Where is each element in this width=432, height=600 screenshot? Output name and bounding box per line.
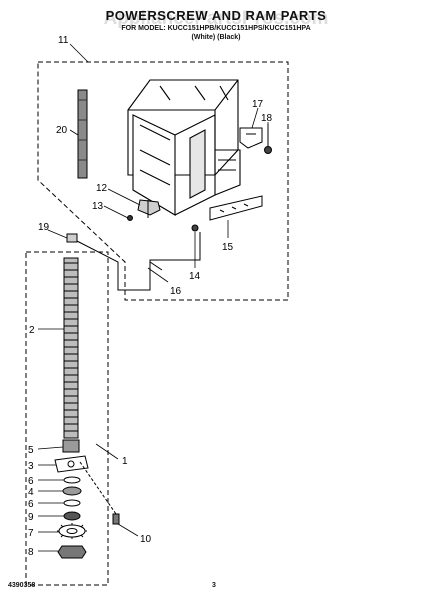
model-line: FOR MODEL: KUCC151HPB/KUCC151HPS/KUCC151… — [121, 25, 311, 32]
part-16-link — [74, 232, 201, 291]
callout-18: 18 — [261, 113, 273, 124]
part-7-sprocket — [57, 523, 87, 539]
diagram-title: POWERSCREW AND RAM PARTS — [105, 8, 327, 23]
callout-16: 16 — [170, 286, 182, 297]
part-6-washer-lower — [63, 499, 81, 507]
ram-assembly-boundary — [37, 61, 289, 301]
part-20-screen — [77, 89, 88, 179]
ram-housing — [127, 79, 241, 216]
callout-4: 4 — [28, 487, 34, 498]
callout-9: 9 — [28, 512, 34, 523]
callout-17: 17 — [252, 99, 264, 110]
page-number: 3 — [212, 582, 216, 589]
callout-7: 7 — [28, 528, 34, 539]
callout-12: 12 — [96, 183, 108, 194]
part-4-bearing — [62, 486, 82, 496]
callout-13: 13 — [92, 201, 104, 212]
part-3-plate — [54, 455, 89, 473]
part-9-spacer — [63, 511, 81, 521]
part-15-slotted-plate — [209, 195, 263, 221]
part-14-screw — [191, 224, 199, 232]
watermark: AppliancePartsPros.com — [103, 8, 329, 29]
callout-14: 14 — [189, 271, 201, 282]
callout-5: 5 — [28, 445, 34, 456]
callout-6b: 6 — [28, 499, 34, 510]
part-5-collar — [62, 439, 80, 453]
callout-20: 20 — [56, 125, 68, 136]
part-17-bracket — [239, 127, 263, 149]
colors-line: (White) (Black) — [191, 34, 241, 41]
part-8-nut — [57, 545, 87, 559]
part-2-powerscrew — [63, 257, 79, 439]
callout-2: 2 — [29, 325, 35, 336]
part-10-clip — [112, 513, 120, 525]
callout-10: 10 — [140, 534, 152, 545]
part-18-screw — [264, 124, 272, 154]
part-number: 4390358 — [8, 582, 36, 589]
callout-6: 6 — [28, 476, 34, 487]
part-12-latch — [137, 199, 161, 218]
callout-3: 3 — [28, 461, 34, 472]
part-6-washer — [63, 476, 81, 484]
callout-11: 11 — [58, 35, 69, 46]
callout-15: 15 — [222, 242, 234, 253]
powerscrew-assembly-boundary — [25, 251, 109, 586]
part-19-cap — [66, 233, 78, 243]
callout-19: 19 — [38, 222, 50, 233]
part-13-screw — [127, 215, 133, 221]
callout-1: 1 — [122, 456, 128, 467]
callout-8: 8 — [28, 547, 34, 558]
